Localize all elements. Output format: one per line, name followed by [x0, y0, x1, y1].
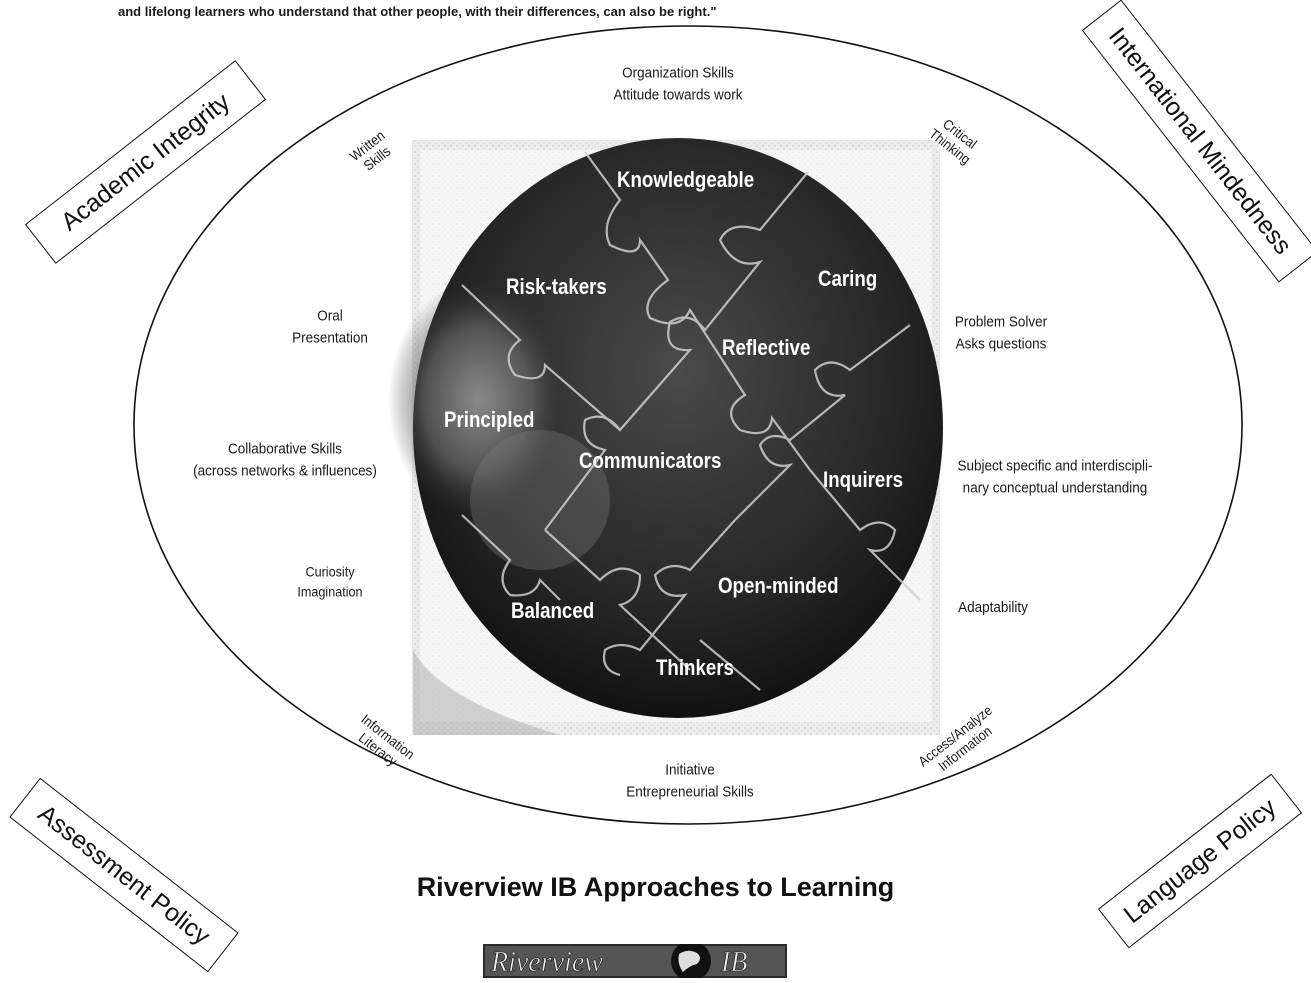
svg-text:Riverview: Riverview [490, 947, 603, 978]
skill-collaborative: Collaborative Skills(across networks & i… [193, 440, 377, 479]
quote-text: and lifelong learners who understand tha… [118, 4, 717, 19]
page-title: Riverview IB Approaches to Learning [416, 872, 895, 902]
skill-adaptability: Adaptability [958, 599, 1028, 617]
skill-subject-specific: Subject specific and interdiscipli-nary … [957, 457, 1153, 496]
riverview-ib-logo: Riverview IB [483, 941, 787, 981]
svg-text:IB: IB [720, 947, 747, 978]
